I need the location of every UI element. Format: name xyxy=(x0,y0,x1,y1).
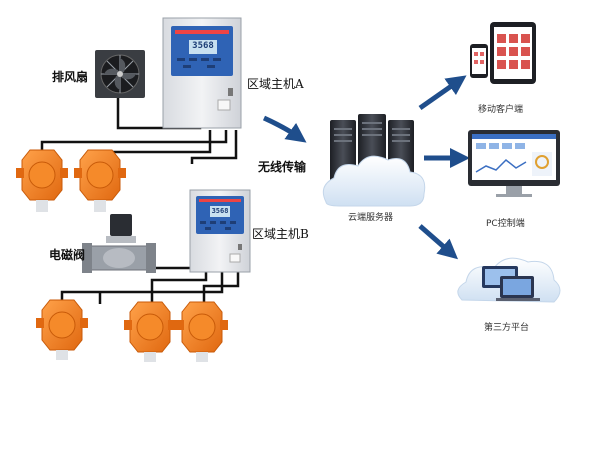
host-b-detector-wire-1 xyxy=(150,272,208,308)
cloud-label: 云端服务器 xyxy=(348,213,394,223)
mobile-label: 移动客户端 xyxy=(478,105,524,115)
third-party-platform xyxy=(457,257,561,303)
host-a-short-wire xyxy=(190,130,238,164)
third-party-label: 第三方平台 xyxy=(484,323,530,333)
pc-control xyxy=(468,130,560,197)
wireless-label: 无线传输 xyxy=(258,160,307,174)
cloud-server xyxy=(322,114,426,207)
gas-detector-3 xyxy=(36,299,88,360)
host-b-detector-wire-2 xyxy=(60,272,224,306)
zone-host-b xyxy=(189,189,251,273)
host-a-label: 区域主机A xyxy=(247,77,304,91)
gas-detector-1 xyxy=(16,149,68,212)
host-a-display: 3568 xyxy=(192,41,214,51)
gas-detectors xyxy=(16,149,228,362)
fan-label: 排风扇 xyxy=(52,70,89,84)
flow-arrows xyxy=(262,75,470,260)
pc-label: PC控制端 xyxy=(486,219,525,229)
gas-detector-2 xyxy=(74,149,126,212)
host-b-label: 区域主机B xyxy=(252,227,309,241)
solenoid-valve xyxy=(82,214,156,273)
host-b-display: 3568 xyxy=(211,207,229,215)
arrow-to-third-party xyxy=(418,224,459,260)
arrow-host-to-cloud xyxy=(262,115,307,143)
host-b-detector-wire-3 xyxy=(202,272,240,306)
mobile-client xyxy=(470,22,536,84)
zone-host-a xyxy=(162,17,242,129)
gas-detector-4 xyxy=(124,301,176,362)
arrow-to-mobile xyxy=(418,75,467,111)
exhaust-fan xyxy=(95,50,145,98)
valve-label: 电磁阀 xyxy=(49,248,86,262)
gas-detector-5 xyxy=(176,301,228,362)
